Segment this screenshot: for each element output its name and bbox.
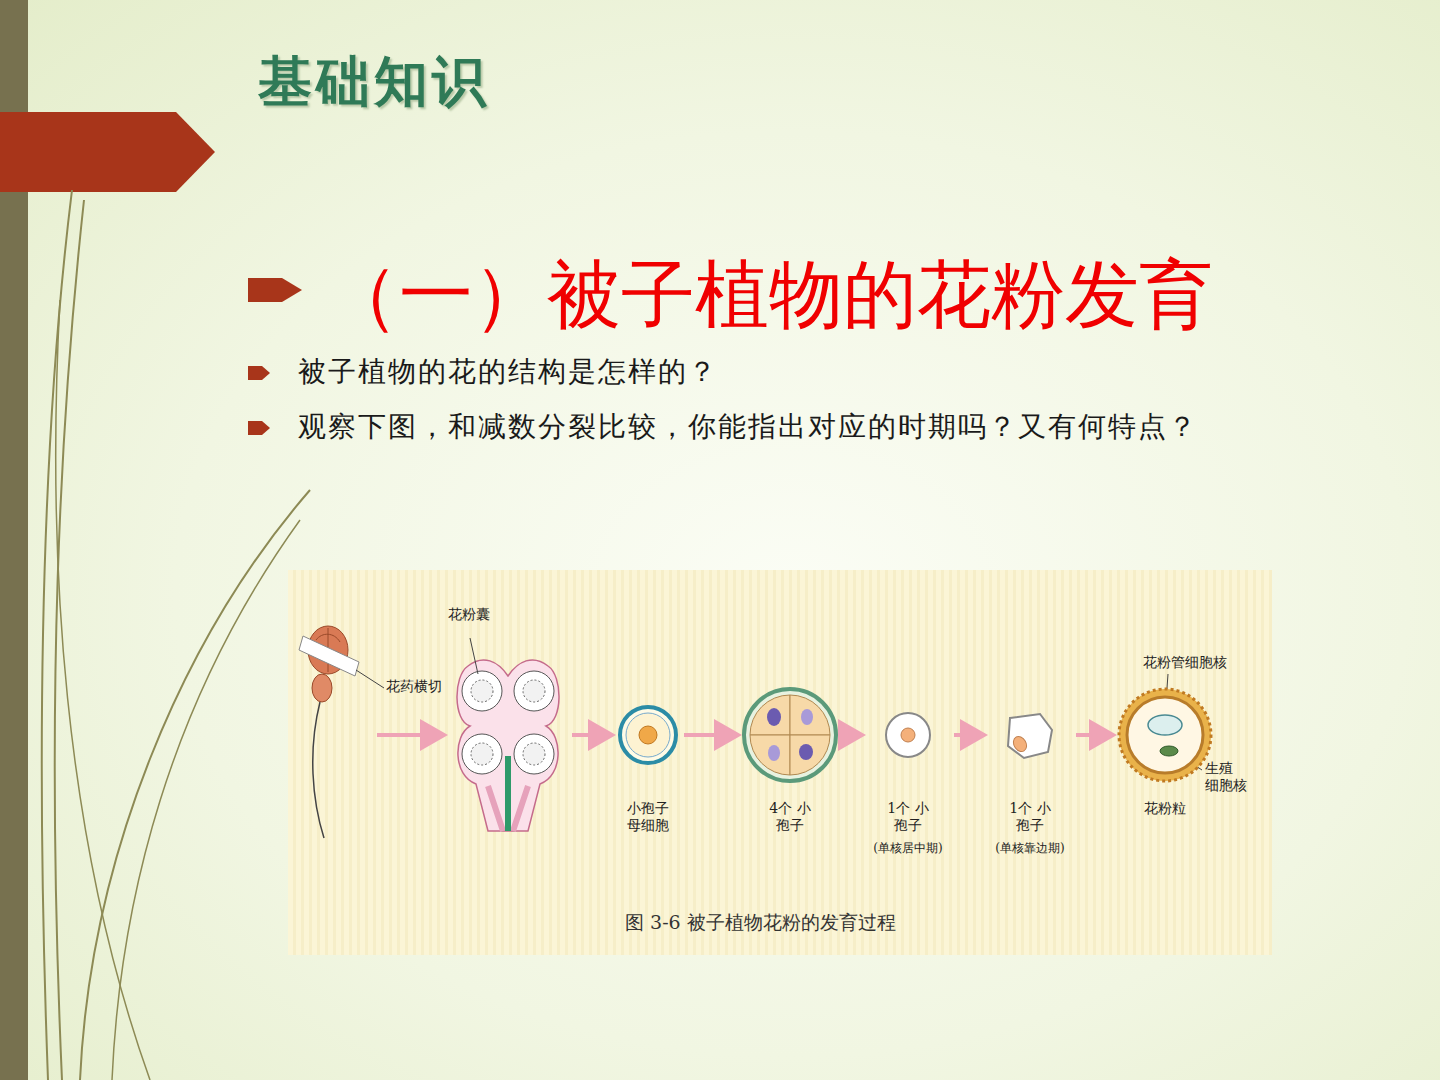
- slide-title: 基础知识: [258, 46, 490, 119]
- stage-node: 4个 小孢子: [742, 685, 838, 834]
- bullet-text: 被子植物的花的结构是怎样的？: [298, 353, 718, 391]
- stage-arrow: [842, 733, 862, 737]
- stage-arrow: [572, 733, 612, 737]
- stage-label: 花粉囊: [448, 606, 568, 626]
- stage-label: 1个 小孢子: [885, 800, 931, 834]
- stage-label: 1个 小孢子: [1007, 800, 1053, 834]
- stage-arrow: [684, 733, 738, 737]
- arrow-tab: [0, 112, 215, 192]
- stage-label: (单核居中期): [866, 840, 950, 857]
- curve-lines: [42, 190, 310, 1080]
- callout-label: 花粉管细胞核: [1143, 654, 1227, 671]
- stage-figure: [616, 703, 680, 767]
- stage-figure: [1117, 687, 1213, 783]
- stage-figure: [988, 710, 1072, 760]
- stage-node: 花粉囊: [448, 606, 568, 836]
- stage-arrow: [954, 733, 984, 737]
- stage-figure: [448, 646, 568, 836]
- stage-figure: [742, 685, 838, 785]
- callout-label: 生殖 细胞核: [1205, 760, 1251, 794]
- stage-node: 1个 小孢子 (单核居中期): [866, 710, 950, 857]
- stage-node: 小孢子 母细胞: [616, 703, 680, 834]
- bullet-mark: [248, 366, 270, 380]
- stage-arrow: [377, 733, 444, 737]
- bullet-mark: [248, 421, 270, 435]
- stage-label: (单核靠边期): [988, 840, 1072, 857]
- stage-figure: [298, 610, 373, 842]
- stage-label: 花药横切: [386, 678, 442, 695]
- stage-label: 4个 小孢子: [767, 800, 813, 834]
- stage-label: 小孢子 母细胞: [625, 800, 671, 834]
- stage-node: 花药横切: [298, 610, 373, 842]
- figure-panel: 花粉管细胞核 生殖 细胞核 图 3-6 被子植物花粉的发育过程 花药横切 花粉囊小…: [288, 570, 1272, 955]
- stage-node: 1个 小孢子 (单核靠边期): [988, 710, 1072, 857]
- stage-figure: [866, 710, 950, 760]
- heading-bullet: [248, 278, 302, 302]
- stage-arrow: [1076, 733, 1113, 737]
- stage-label: 花粉粒: [1142, 800, 1188, 817]
- stage-node: 花粉粒: [1117, 687, 1213, 817]
- figure-caption: 图 3-6 被子植物花粉的发育过程: [625, 910, 896, 936]
- bullet-text: 观察下图，和减数分裂比较，你能指出对应的时期吗？又有何特点？: [298, 408, 1198, 446]
- section-heading: （一）被子植物的花粉发育: [325, 246, 1213, 346]
